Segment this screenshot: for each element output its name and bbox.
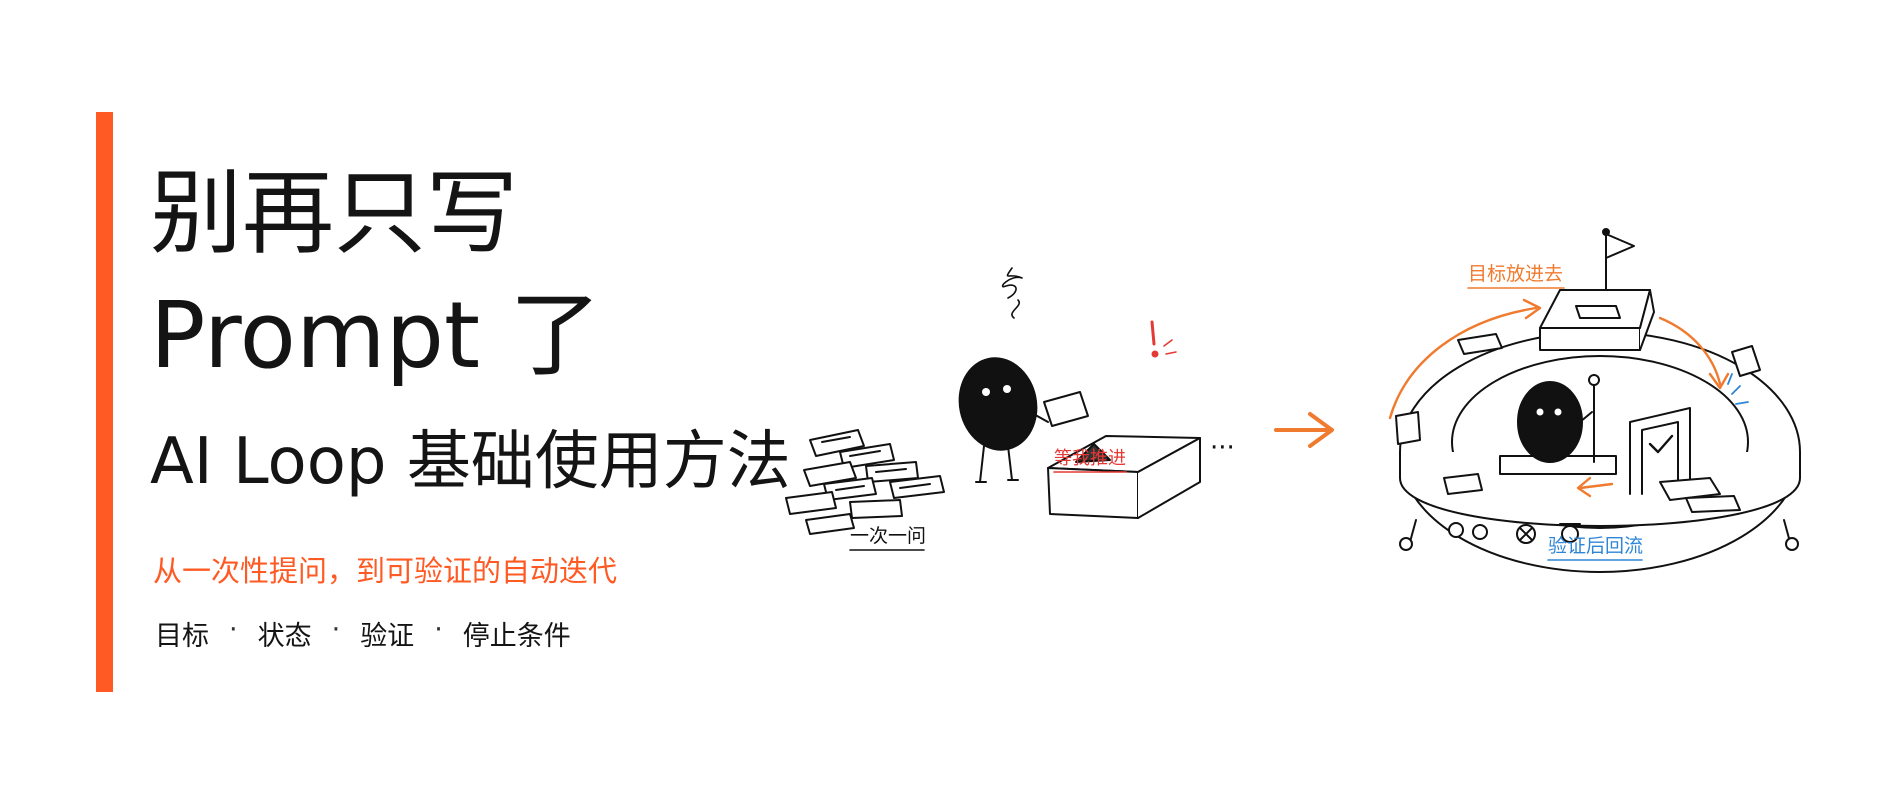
keyword-goal: 目标 bbox=[155, 621, 209, 652]
keyword-separator: · bbox=[434, 614, 443, 645]
label-return-after-verify: 验证后回流 bbox=[1548, 535, 1643, 557]
ellipsis-dots: ··· bbox=[1210, 433, 1235, 463]
keyword-separator: · bbox=[229, 614, 238, 645]
headline-line-1: 别再只写 bbox=[150, 160, 519, 267]
arrow-right-icon bbox=[1274, 412, 1334, 448]
label-put-goal-in: 目标放进去 bbox=[1468, 263, 1563, 285]
keyword-state: 状态 bbox=[257, 621, 312, 652]
accent-bar bbox=[96, 112, 113, 692]
paper-pile-icon bbox=[785, 429, 945, 535]
loop-illustration: 一次一问 等我推进 ··· bbox=[785, 228, 1801, 573]
headline-line-3: AI Loop 基础使用方法 bbox=[150, 425, 791, 499]
box-icon bbox=[1047, 320, 1201, 519]
blob-character-icon bbox=[958, 267, 1089, 483]
loop-machine-icon bbox=[1388, 228, 1801, 573]
flag-icon bbox=[1602, 228, 1635, 291]
label-one-question: 一次一问 bbox=[850, 525, 926, 547]
keyword-stop-condition: 停止条件 bbox=[462, 621, 571, 652]
keyword-separator: · bbox=[331, 614, 341, 645]
subtitle: 从一次性提问，到可验证的自动迭代 bbox=[153, 554, 618, 588]
keyword-list: 目标 · 状态 · 验证 · 停止条件 bbox=[155, 614, 571, 653]
label-wait-for-me: 等我推进 bbox=[1054, 448, 1126, 469]
keyword-verify: 验证 bbox=[360, 621, 415, 652]
headline-line-2: Prompt 了 bbox=[150, 282, 602, 389]
